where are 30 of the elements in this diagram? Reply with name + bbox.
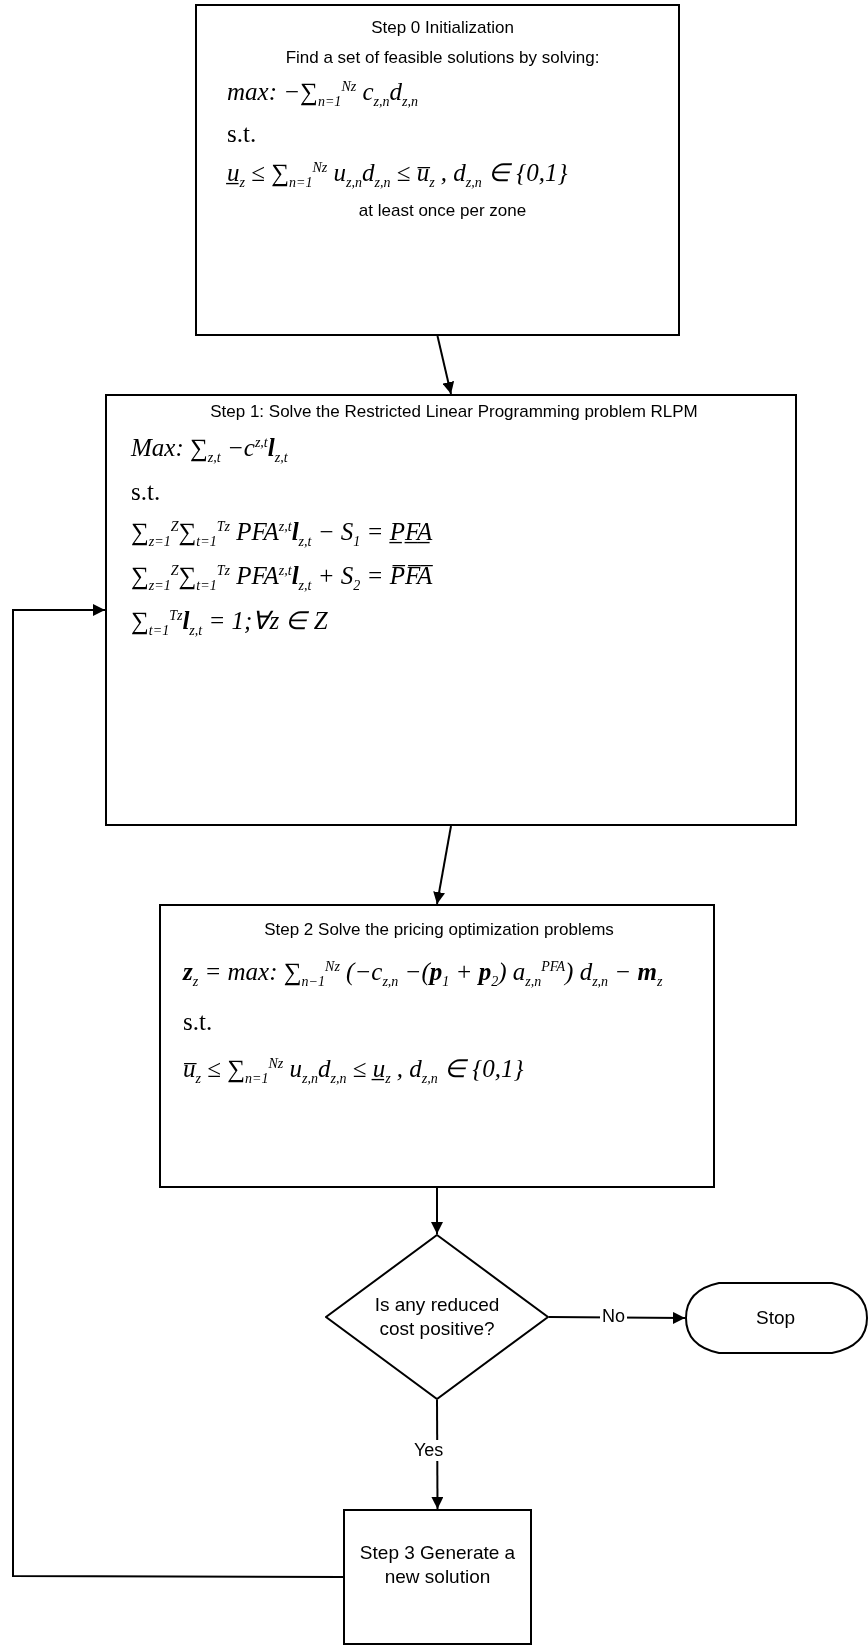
edge-label: Yes bbox=[412, 1440, 446, 1461]
arrow bbox=[431, 1187, 443, 1235]
arrow bbox=[12, 604, 344, 1578]
arrow bbox=[433, 825, 452, 905]
heading-text: Find a set of feasible solutions by solving: bbox=[285, 48, 600, 68]
node-text: Is any reduced cost positive? bbox=[373, 1293, 501, 1341]
formula: ∑$_{z=1}$$^{Z}$∑$_{t=1}$$^{Tz}$ PFA$^{z,t}$l$_{z,t}$ − S$_{1}$ = P̲F̲A̲ bbox=[131, 518, 433, 550]
formula: max: −∑$_{n=1}$$^{Nz}$ c$_{z,n}$d$_{z,n}$ bbox=[227, 78, 418, 110]
decision-diamond bbox=[325, 1234, 549, 1400]
process-box bbox=[343, 1509, 532, 1645]
formula: u̅$_{z}$ ≤ ∑$_{n=1}$$^{Nz}$ u$_{z,n}$d$_{z,n}$ ≤ u̲$_{z}$ , d$_{z,n}$ ∈ {0,1} bbox=[183, 1054, 524, 1087]
heading-text: Step 2 Solve the pricing optimization problems bbox=[264, 920, 614, 940]
process-box bbox=[105, 394, 797, 826]
formula: u̲$_{z}$ ≤ ∑$_{n=1}$$^{Nz}$ u$_{z,n}$d$_{z,n}$ ≤ u̅$_{z}$ , d$_{z,n}$ ∈ {0,1} bbox=[227, 158, 568, 191]
process-box bbox=[195, 4, 680, 336]
formula: ∑$_{z=1}$$^{Z}$∑$_{t=1}$$^{Tz}$ PFA$^{z,t}$l$_{z,t}$ + S$_{2}$ = P̅F̅A̅ bbox=[131, 562, 433, 594]
formula: Max: ∑$_{z,t}$ −c$^{z,t}$l$_{z,t}$ bbox=[131, 434, 288, 466]
formula: z$_{z}$ = max: ∑$_{n−1}$$^{Nz}$ (−c$_{z,n}$ −(p$_{1}$ + p$_{2}$) a$_{z,n}$$^{PFA}$) d$_{z,n}$ − m$_{z}$ bbox=[183, 958, 663, 990]
arrow bbox=[436, 335, 455, 395]
node-text: Stop bbox=[755, 1306, 796, 1330]
heading-text: at least once per zone bbox=[358, 201, 527, 221]
formula: ∑$_{t=1}$$^{Tz}$l$_{z,t}$ = 1;∀z ∈ Z bbox=[131, 606, 328, 639]
terminator-shape bbox=[685, 1282, 866, 1354]
node-text: Step 3 Generate a new solution bbox=[358, 1541, 517, 1589]
heading-text: Step 0 Initialization bbox=[371, 18, 514, 38]
process-box bbox=[159, 904, 715, 1188]
heading-text: Step 1: Solve the Restricted Linear Programming problem RLPM bbox=[210, 402, 698, 422]
constraint-label: s.t. bbox=[131, 478, 161, 506]
constraint-label: s.t. bbox=[183, 1008, 213, 1036]
constraint-label: s.t. bbox=[227, 120, 257, 148]
